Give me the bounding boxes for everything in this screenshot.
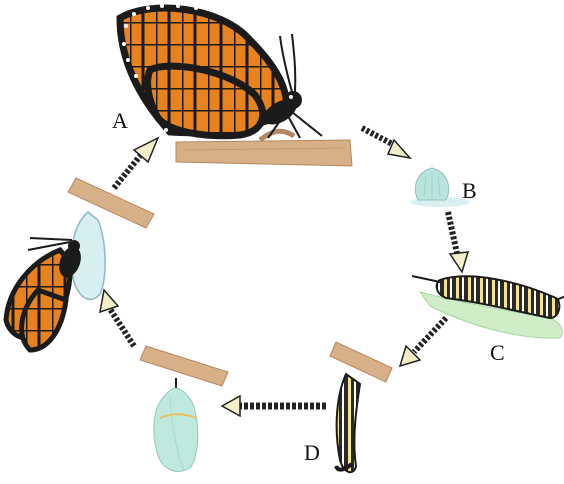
- branch-bottom-right: [330, 342, 392, 382]
- chrysalis-stage: [140, 346, 228, 471]
- branch-bottom-left: [140, 346, 228, 386]
- arrow-c-to-d: [400, 318, 446, 366]
- emerging-butterfly: [6, 238, 85, 350]
- arrow-chrysalis-to-emerging: [100, 290, 134, 346]
- hanging-caterpillar: [337, 374, 360, 472]
- arrow-b-to-c: [448, 212, 468, 272]
- adult-butterfly: [120, 4, 322, 138]
- chrysalis: [154, 388, 198, 471]
- label-a: A: [112, 108, 128, 133]
- label-c: C: [490, 340, 505, 365]
- label-d: D: [304, 440, 320, 465]
- egg-stage: [410, 168, 470, 207]
- pre-pupa-stage: [330, 342, 392, 472]
- cycle-arrows: [100, 128, 468, 416]
- emerging-butterfly-stage: [6, 178, 154, 350]
- label-b: B: [462, 178, 477, 203]
- arrow-d-to-chrysalis: [222, 396, 326, 416]
- arrow-a-to-b: [362, 128, 410, 158]
- arrow-emerging-to-a: [114, 138, 158, 188]
